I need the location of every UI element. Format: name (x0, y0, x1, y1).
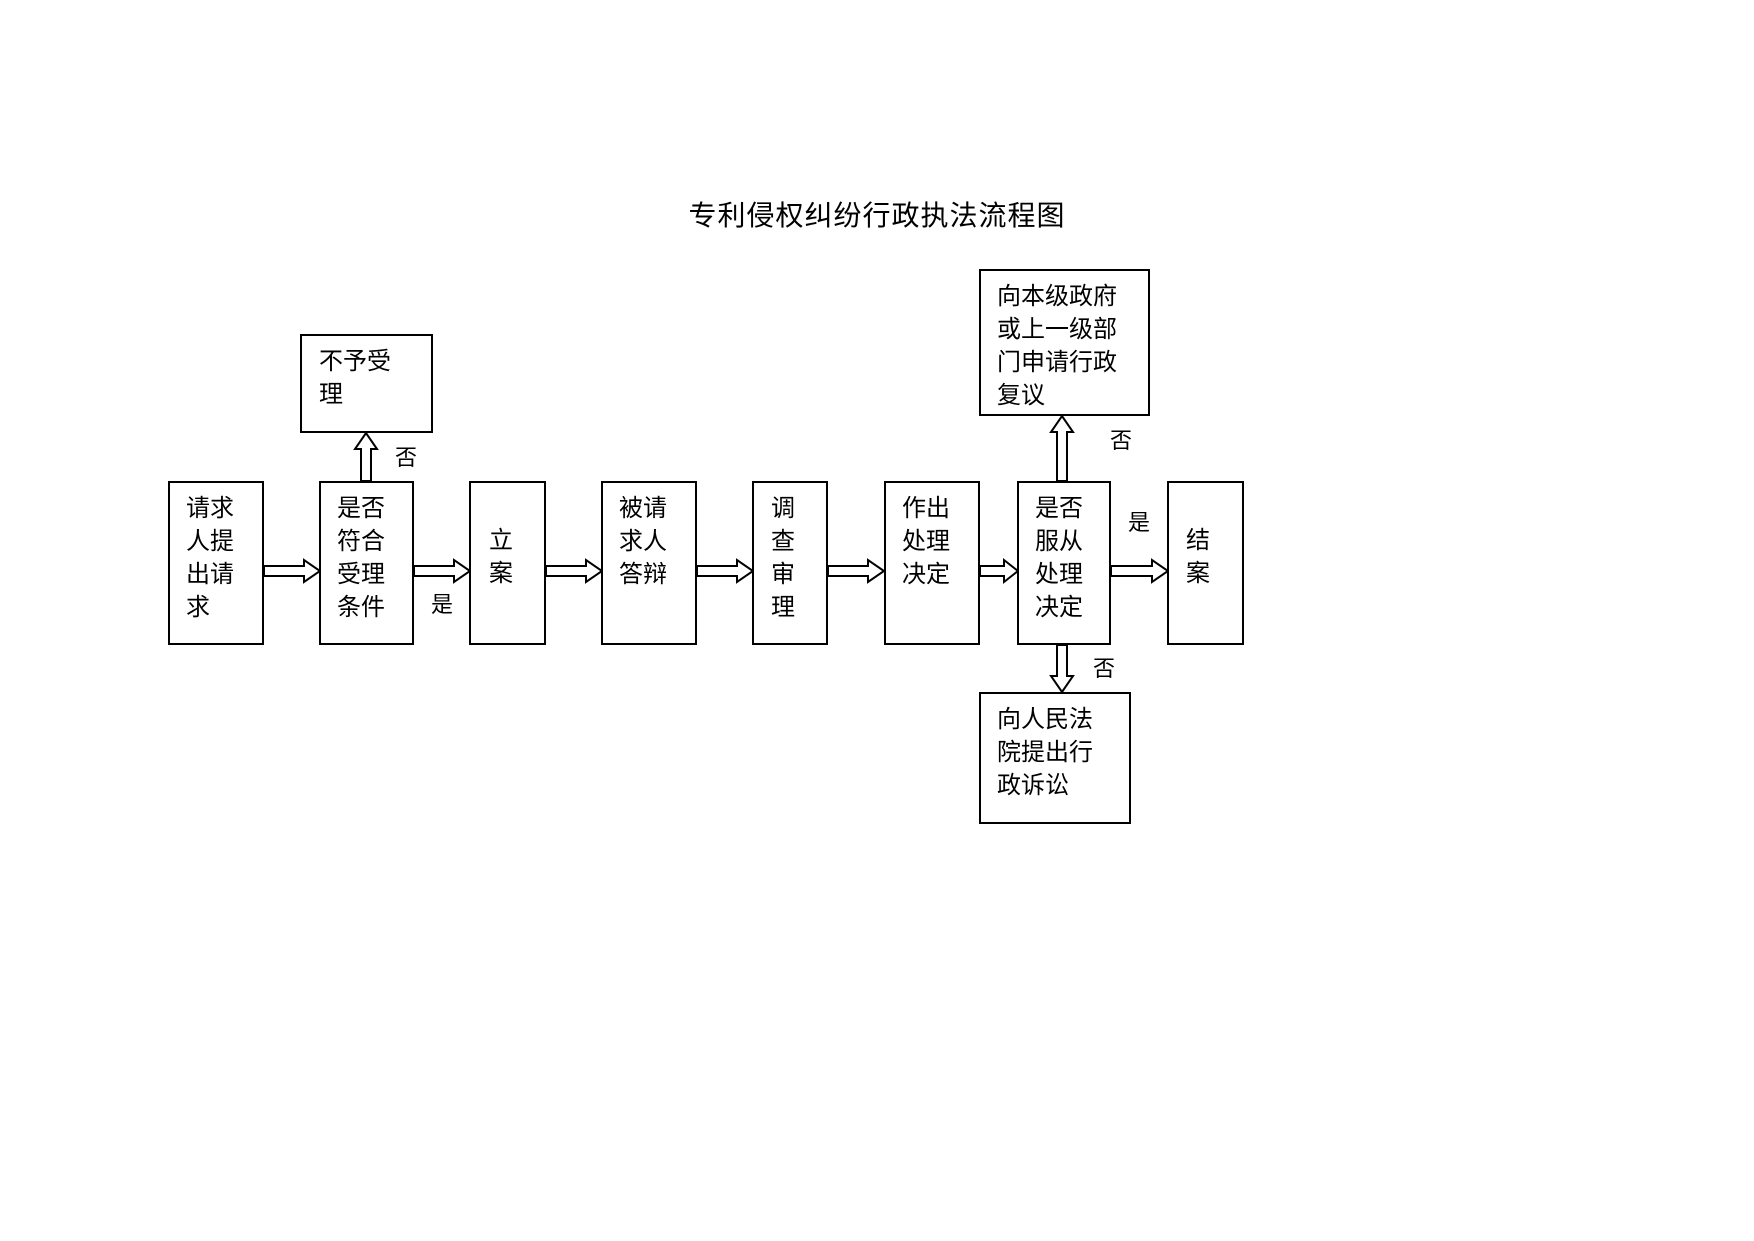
arrow-check-to-file (413, 558, 472, 584)
node-close-case: 结 案 (1167, 481, 1244, 645)
node-comply: 是否 服从 处理 决定 (1017, 481, 1111, 645)
arrow-comply-to-close (1110, 558, 1170, 584)
node-file-case: 立 案 (469, 481, 546, 645)
arrow-comply-to-litigation (1049, 644, 1075, 694)
label-no-litigation: 否 (1093, 657, 1116, 682)
arrow-investigation-to-decision (827, 558, 886, 584)
node-decision: 作出 处理 决定 (884, 481, 980, 645)
label-yes-file: 是 (431, 593, 454, 618)
node-investigation: 调 查 审 理 (752, 481, 828, 645)
arrow-request-to-check (263, 558, 322, 584)
arrow-file-to-reply (545, 558, 604, 584)
label-no-reconsideration: 否 (1110, 429, 1133, 454)
label-no-reject: 否 (395, 446, 418, 471)
node-litigation: 向人民法 院提出行 政诉讼 (979, 692, 1131, 824)
arrow-comply-to-reconsideration (1049, 414, 1075, 482)
node-reject: 不予受 理 (300, 334, 433, 433)
arrow-reply-to-investigation (696, 558, 755, 584)
node-check-conditions: 是否 符合 受理 条件 (319, 481, 414, 645)
node-reconsideration: 向本级政府 或上一级部 门申请行政 复议 (979, 269, 1150, 416)
diagram-title: 专利侵权纠纷行政执法流程图 (688, 199, 1066, 232)
arrow-check-to-reject (353, 431, 379, 482)
arrow-decision-to-comply (979, 557, 1020, 585)
node-request: 请求 人提 出请 求 (168, 481, 264, 645)
node-respondent-reply: 被请 求人 答辩 (601, 481, 697, 645)
label-yes-close: 是 (1128, 511, 1151, 536)
